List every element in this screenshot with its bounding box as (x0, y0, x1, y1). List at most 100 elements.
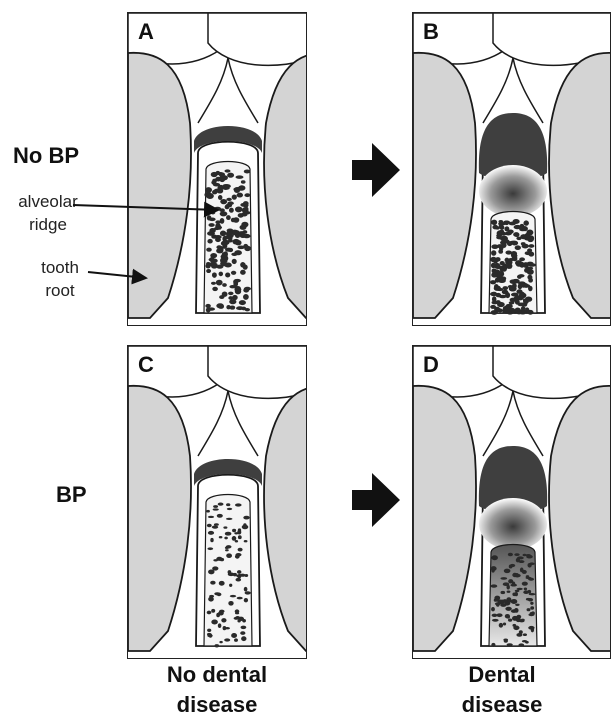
bone-trabecula (507, 591, 511, 593)
bone-trabecula (495, 293, 501, 297)
bone-trabecula (515, 604, 519, 606)
bone-trabecula (235, 540, 238, 543)
bone-trabecula (232, 259, 237, 264)
bone-trabecula (226, 198, 232, 201)
bone-trabecula (502, 290, 509, 295)
alveolar-ridge-label-line2: ridge (6, 213, 90, 236)
bone-trabecula (213, 508, 219, 510)
bone-trabecula (223, 526, 227, 528)
bone-trabecula (210, 538, 213, 542)
panel-a-letter: A (138, 19, 154, 45)
bone-trabecula (229, 208, 234, 213)
bone-trabecula (515, 590, 520, 592)
bone-trabecula (232, 529, 236, 532)
panel-d: D (412, 345, 611, 659)
tooth-root-right (264, 53, 307, 318)
bone-trabecula (491, 607, 495, 611)
bone-trabecula (528, 578, 534, 581)
bone-trabecula (219, 581, 225, 586)
bone-trabecula (210, 211, 215, 215)
bone-trabecula (235, 609, 240, 613)
bone-trabecula (516, 237, 521, 241)
bone-trabecula (227, 173, 234, 178)
bone-trabecula (226, 503, 230, 506)
bone-trabecula (228, 570, 232, 574)
bone-trabecula (225, 248, 232, 252)
bone-trabecula (233, 573, 237, 576)
bone-trabecula (208, 223, 214, 227)
bone-trabecula (523, 298, 528, 301)
bone-trabecula (523, 220, 529, 225)
bone-trabecula (244, 193, 250, 197)
bone-trabecula (492, 296, 497, 302)
bone-trabecula (211, 609, 215, 613)
bone-trabecula (243, 264, 248, 269)
bone-trabecula (239, 300, 246, 305)
bone-trabecula (236, 175, 244, 179)
bone-trabecula (243, 244, 248, 248)
crown-right (208, 13, 307, 65)
bone-trabecula (530, 606, 534, 609)
bone-trabecula (228, 292, 233, 296)
bone-trabecula (212, 287, 218, 291)
column-label-dental-disease: Dental disease (412, 660, 592, 720)
bone-trabecula (503, 599, 508, 603)
tooth-root-right (549, 53, 611, 318)
bone-trabecula (212, 525, 218, 528)
bone-trabecula (531, 611, 535, 615)
bone-trabecula (227, 201, 234, 205)
bone-trabecula (505, 607, 511, 611)
bone-trabecula (508, 285, 513, 288)
bone-trabecula (235, 503, 242, 506)
bone-trabecula (226, 518, 233, 520)
bone-trabecula (223, 184, 230, 187)
panel-b: B (412, 12, 611, 326)
bone-trabecula (235, 206, 242, 212)
bone-trabecula (244, 170, 251, 174)
bone-trabecula (243, 294, 249, 300)
row-label-bp: BP (56, 482, 87, 508)
bone-trabecula (206, 248, 212, 252)
bone-trabecula (222, 283, 227, 287)
bone-trabecula (503, 582, 510, 586)
bone-trabecula (244, 574, 248, 577)
bone-trabecula (240, 270, 246, 275)
bone-trabecula (232, 536, 237, 541)
bone-trabecula (238, 185, 245, 190)
arrow-right-icon (352, 473, 400, 527)
bone-trabecula (210, 253, 217, 258)
bone-trabecula (224, 169, 230, 172)
bone-trabecula (492, 225, 498, 230)
bone-trabecula (238, 535, 242, 539)
bone-trabecula (502, 286, 508, 290)
bone-trabecula (491, 250, 496, 256)
bone-trabecula (494, 596, 500, 601)
bone-trabecula (496, 602, 500, 606)
bone-trabecula (526, 554, 531, 556)
bone-trabecula (499, 623, 503, 628)
bone-trabecula (238, 548, 243, 552)
bone-trabecula (243, 288, 249, 293)
bone-trabecula (208, 307, 215, 310)
bone-trabecula (498, 249, 503, 254)
bone-trabecula (240, 631, 245, 635)
bone-trabecula (519, 257, 525, 261)
bone-trabecula (522, 582, 528, 586)
bone-trabecula (244, 598, 248, 602)
panel-b-drawing (413, 13, 611, 326)
bone-trabecula (218, 623, 222, 628)
bone-trabecula (501, 268, 507, 272)
bone-trabecula (234, 532, 238, 534)
bone-trabecula (243, 516, 249, 520)
bone-trabecula (212, 179, 217, 184)
bone-trabecula (496, 613, 502, 617)
bone-trabecula (509, 301, 515, 304)
bone-trabecula (243, 523, 246, 527)
panel-c-drawing (128, 346, 307, 659)
bone-trabecula (206, 264, 211, 269)
bone-trabecula (235, 554, 240, 558)
alveolar-ridge-label-line1: alveolar (6, 190, 90, 213)
bone-trabecula (227, 508, 232, 510)
bone-trabecula (234, 250, 242, 255)
tooth-root-left (128, 53, 191, 318)
